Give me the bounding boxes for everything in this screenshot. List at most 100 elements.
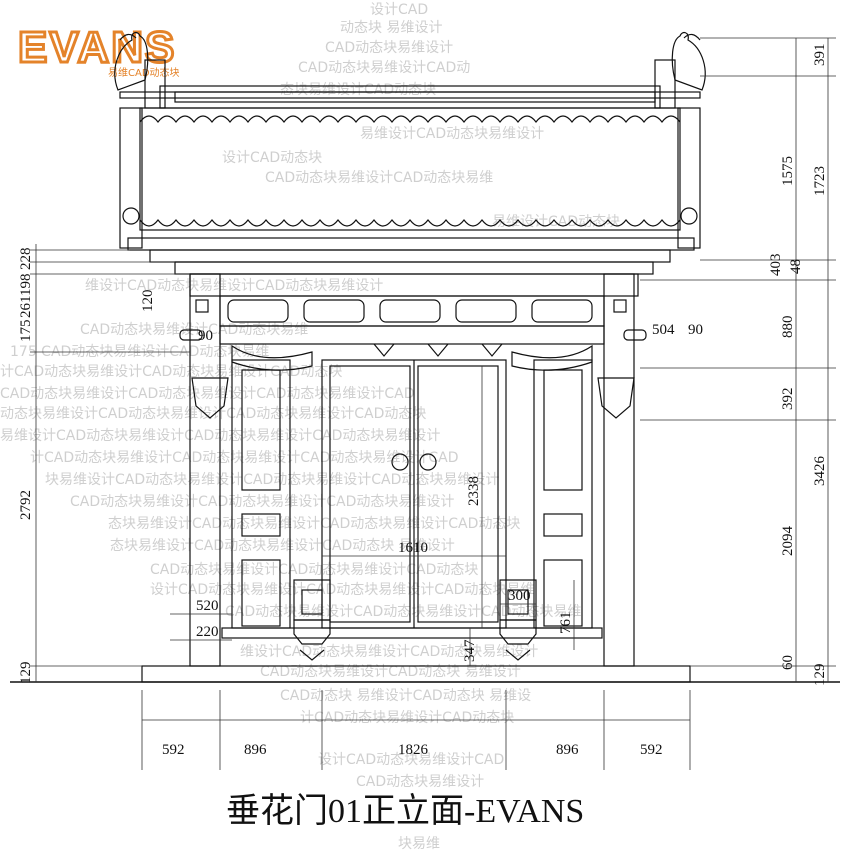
watermark: 计CAD动态块易维设计CAD动态块易维设计CAD动态块: [0, 364, 342, 380]
watermark: CAD动态块易维设计: [356, 774, 484, 790]
side-panel-right-mid: [543, 513, 583, 537]
watermark: 计CAD动态块易维设计CAD动态块: [300, 710, 514, 726]
drum-stone-base-right: [499, 619, 537, 645]
ridge-beast-left: [114, 31, 149, 91]
carved-panel: [303, 299, 365, 323]
threshold: [221, 627, 603, 639]
eave-lower: [149, 249, 671, 263]
watermark: 易维设计CAD动态块易维设计: [360, 126, 544, 142]
bracket-left: [179, 329, 203, 341]
watermark: 态块易维设计CAD动态块: [280, 82, 436, 98]
watermark: 动态块 易维设计: [340, 20, 442, 36]
dim-label: 896: [244, 742, 267, 758]
watermark: 设计CAD动态块: [222, 150, 322, 166]
carved-panels: [227, 299, 593, 323]
dim-label: 2094: [780, 526, 796, 557]
post-plaque-left: [195, 299, 209, 313]
pendant-right: [597, 377, 635, 419]
side-panel-left-mid: [241, 513, 281, 537]
dim-label: 129: [812, 664, 828, 687]
dim-label: 175: [18, 320, 34, 343]
side-panel-left-lower: [241, 559, 281, 627]
drum-stone-base-left: [293, 619, 331, 645]
roof-boss-left: [122, 207, 140, 225]
side-panel-left-upper: [241, 369, 281, 491]
post-left: [189, 273, 221, 667]
pendant-left: [191, 377, 229, 419]
plinth: [141, 665, 691, 683]
roof-side-left: [119, 107, 143, 249]
ridge-post-right: [654, 59, 676, 109]
watermark-layer: 设计CAD 动态块 易维设计 CAD动态块易维设计 CAD动态块易维设计CAD动…: [0, 2, 620, 851]
dim-label: 880: [780, 316, 796, 339]
watermark: 块易维: [398, 836, 440, 851]
door-knocker-left: [391, 453, 409, 471]
watermark: CAD动态块易维设计: [325, 40, 453, 56]
dim-label: 129: [18, 662, 34, 685]
watermark: 块易维设计CAD动态块易维设计CAD动态块易维设计CAD动态块易维设计: [45, 472, 499, 488]
drum-stone-foot-left: [299, 649, 325, 661]
dim-label: 504: [652, 322, 675, 338]
drum-stone-foot-right: [505, 649, 531, 661]
watermark: CAD动态块易维设计CAD动态块易维设计CAD动态块易维设计: [70, 494, 454, 510]
post-plaque-right: [613, 299, 627, 313]
dim-label: 60: [780, 655, 796, 670]
door-leaf-left: [329, 365, 411, 623]
scroll-bracket-right: [511, 344, 593, 371]
dim-label: 1723: [812, 166, 828, 196]
carved-panel: [531, 299, 593, 323]
watermark: CAD动态块易维设计CAD动态块易维: [265, 170, 493, 186]
post-right: [603, 273, 635, 667]
dim-label: 3426: [812, 456, 828, 487]
watermark: 态块易维设计CAD动态块易维设计CAD动态块易维设计CAD动态块: [108, 516, 520, 532]
watermark: 动态块易维设计CAD动态块易维设计CAD动态块易维设计CAD动态块: [0, 406, 426, 422]
carved-panel: [379, 299, 441, 323]
carved-panel: [227, 299, 289, 323]
door-leaf-right: [417, 365, 499, 623]
dim-label: 1575: [780, 156, 796, 186]
dim-label: 90: [198, 328, 213, 344]
watermark: CAD动态块易维设计CAD动态块易维设计CAD动态块易维设计CAD: [0, 386, 415, 402]
watermark: 维设计CAD动态块易维设计CAD动态块易维设计: [85, 278, 383, 294]
evans-logo: EVANS 易维CAD动态块: [17, 22, 180, 80]
watermark: 设计CAD: [370, 2, 428, 18]
dim-label: 392: [780, 388, 796, 411]
roof-tile-field: [139, 107, 681, 231]
side-panel-right-lower: [543, 559, 583, 627]
side-panel-right-upper: [543, 369, 583, 491]
dim-label: 300: [508, 588, 531, 604]
lintel-top: [174, 261, 654, 275]
roof-scallops-top: [139, 115, 681, 123]
dim-label: 2792: [18, 490, 34, 520]
drum-stone-inner-right: [507, 589, 529, 615]
dim-label: 120: [140, 290, 156, 313]
watermark: 设计CAD动态块易维设计CAD动态块易维设计CAD动态块易维: [150, 582, 534, 598]
logo-wordmark: EVANS: [18, 23, 176, 72]
gate-structure: [10, 31, 840, 683]
door-header-motifs: [373, 343, 503, 357]
door-knocker-right: [419, 453, 437, 471]
dim-label: 1826: [398, 742, 429, 758]
roof-side-right: [677, 107, 701, 249]
dim-label: 220: [196, 624, 219, 640]
scroll-bracket-left: [231, 344, 313, 371]
eave-board: [127, 237, 695, 251]
dim-label: 592: [162, 742, 185, 758]
watermark: CAD动态块易维设计CAD动态块 易维设计: [260, 664, 521, 680]
dim-label: 896: [556, 742, 579, 758]
dim-label: 2338: [466, 476, 482, 506]
watermark: CAD动态块易维设计CAD动: [298, 60, 470, 76]
watermark: 态块易维设计CAD动态块易维设计CAD动态块 易维设计: [110, 538, 455, 554]
dim-label: 592: [640, 742, 663, 758]
dim-label: 520: [196, 598, 219, 614]
drum-stone-inner-left: [301, 589, 323, 615]
watermark: 设计CAD动态块易维设计CAD: [318, 752, 504, 768]
watermark: 计CAD动态块易维设计CAD动态块易维设计CAD动态块易维设计CAD: [30, 450, 459, 466]
beast-horn-right: [683, 33, 701, 41]
logo-subtitle: 易维CAD动态块: [108, 66, 180, 79]
drawing-title: 垂花门01正立面-EVANS: [226, 792, 584, 830]
roof-scallops-bottom: [139, 219, 681, 227]
watermark: 维设计CAD动态块易维设计CAD动态块易维设计: [240, 644, 538, 660]
dim-label: 198: [18, 274, 34, 297]
